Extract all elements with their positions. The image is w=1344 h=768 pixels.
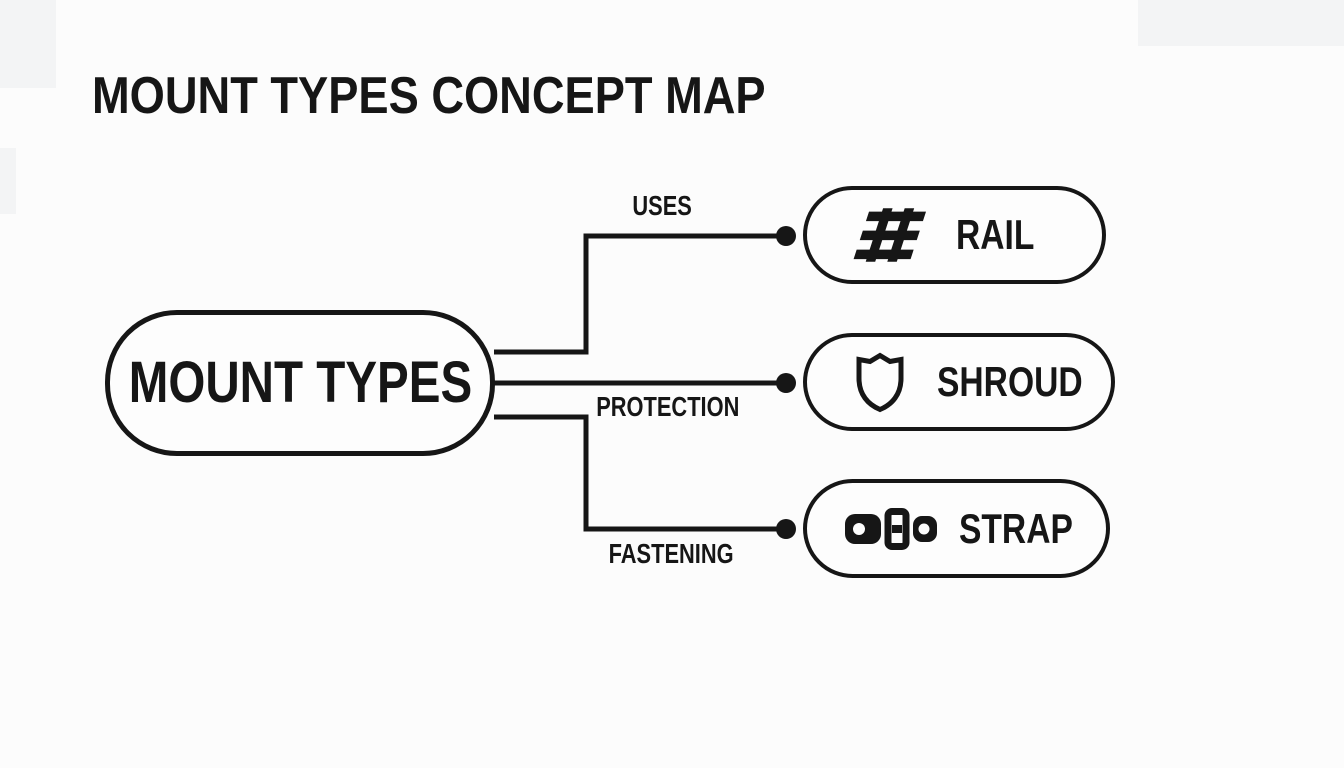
edge-label-fastening-text: FASTENING: [608, 538, 734, 569]
edge-line-uses: [494, 233, 786, 355]
node-rail-label: RAIL: [956, 214, 1054, 256]
node-strap: STRAP: [803, 479, 1110, 578]
page-title: MOUNT TYPES CONCEPT MAP: [92, 70, 866, 122]
belt-strap-icon: [845, 507, 937, 550]
edge-label-protection-text: PROTECTION: [596, 391, 740, 422]
edge-label-fastening: FASTENING: [571, 540, 771, 568]
rail-track-icon: [852, 204, 928, 266]
node-mount-types-label: MOUNT TYPES: [91, 354, 510, 412]
edge-dot-rail: [776, 226, 796, 246]
shield-icon: [854, 352, 906, 413]
node-mount-types-text: MOUNT TYPES: [128, 350, 472, 415]
edge-label-protection: PROTECTION: [568, 393, 768, 421]
edge-label-uses-text: USES: [632, 190, 692, 221]
page-title-text: MOUNT TYPES CONCEPT MAP: [92, 67, 766, 125]
node-shroud-text: SHROUD: [937, 358, 1083, 405]
background-patch: [1138, 0, 1344, 46]
node-rail-text: RAIL: [956, 211, 1035, 258]
node-rail: RAIL: [803, 186, 1106, 284]
node-strap-label: STRAP: [959, 504, 1101, 552]
edge-dot-shroud: [776, 373, 796, 393]
background-patch: [0, 0, 56, 88]
node-shroud-label: SHROUD: [937, 361, 1119, 403]
node-shroud: SHROUD: [803, 333, 1115, 431]
edge-line-fastening: [494, 414, 786, 532]
background-patch: [0, 148, 16, 214]
node-strap-text: STRAP: [959, 504, 1073, 552]
node-mount-types: MOUNT TYPES: [105, 310, 495, 456]
edge-label-uses: USES: [562, 192, 762, 220]
edge-dot-strap: [776, 519, 796, 539]
